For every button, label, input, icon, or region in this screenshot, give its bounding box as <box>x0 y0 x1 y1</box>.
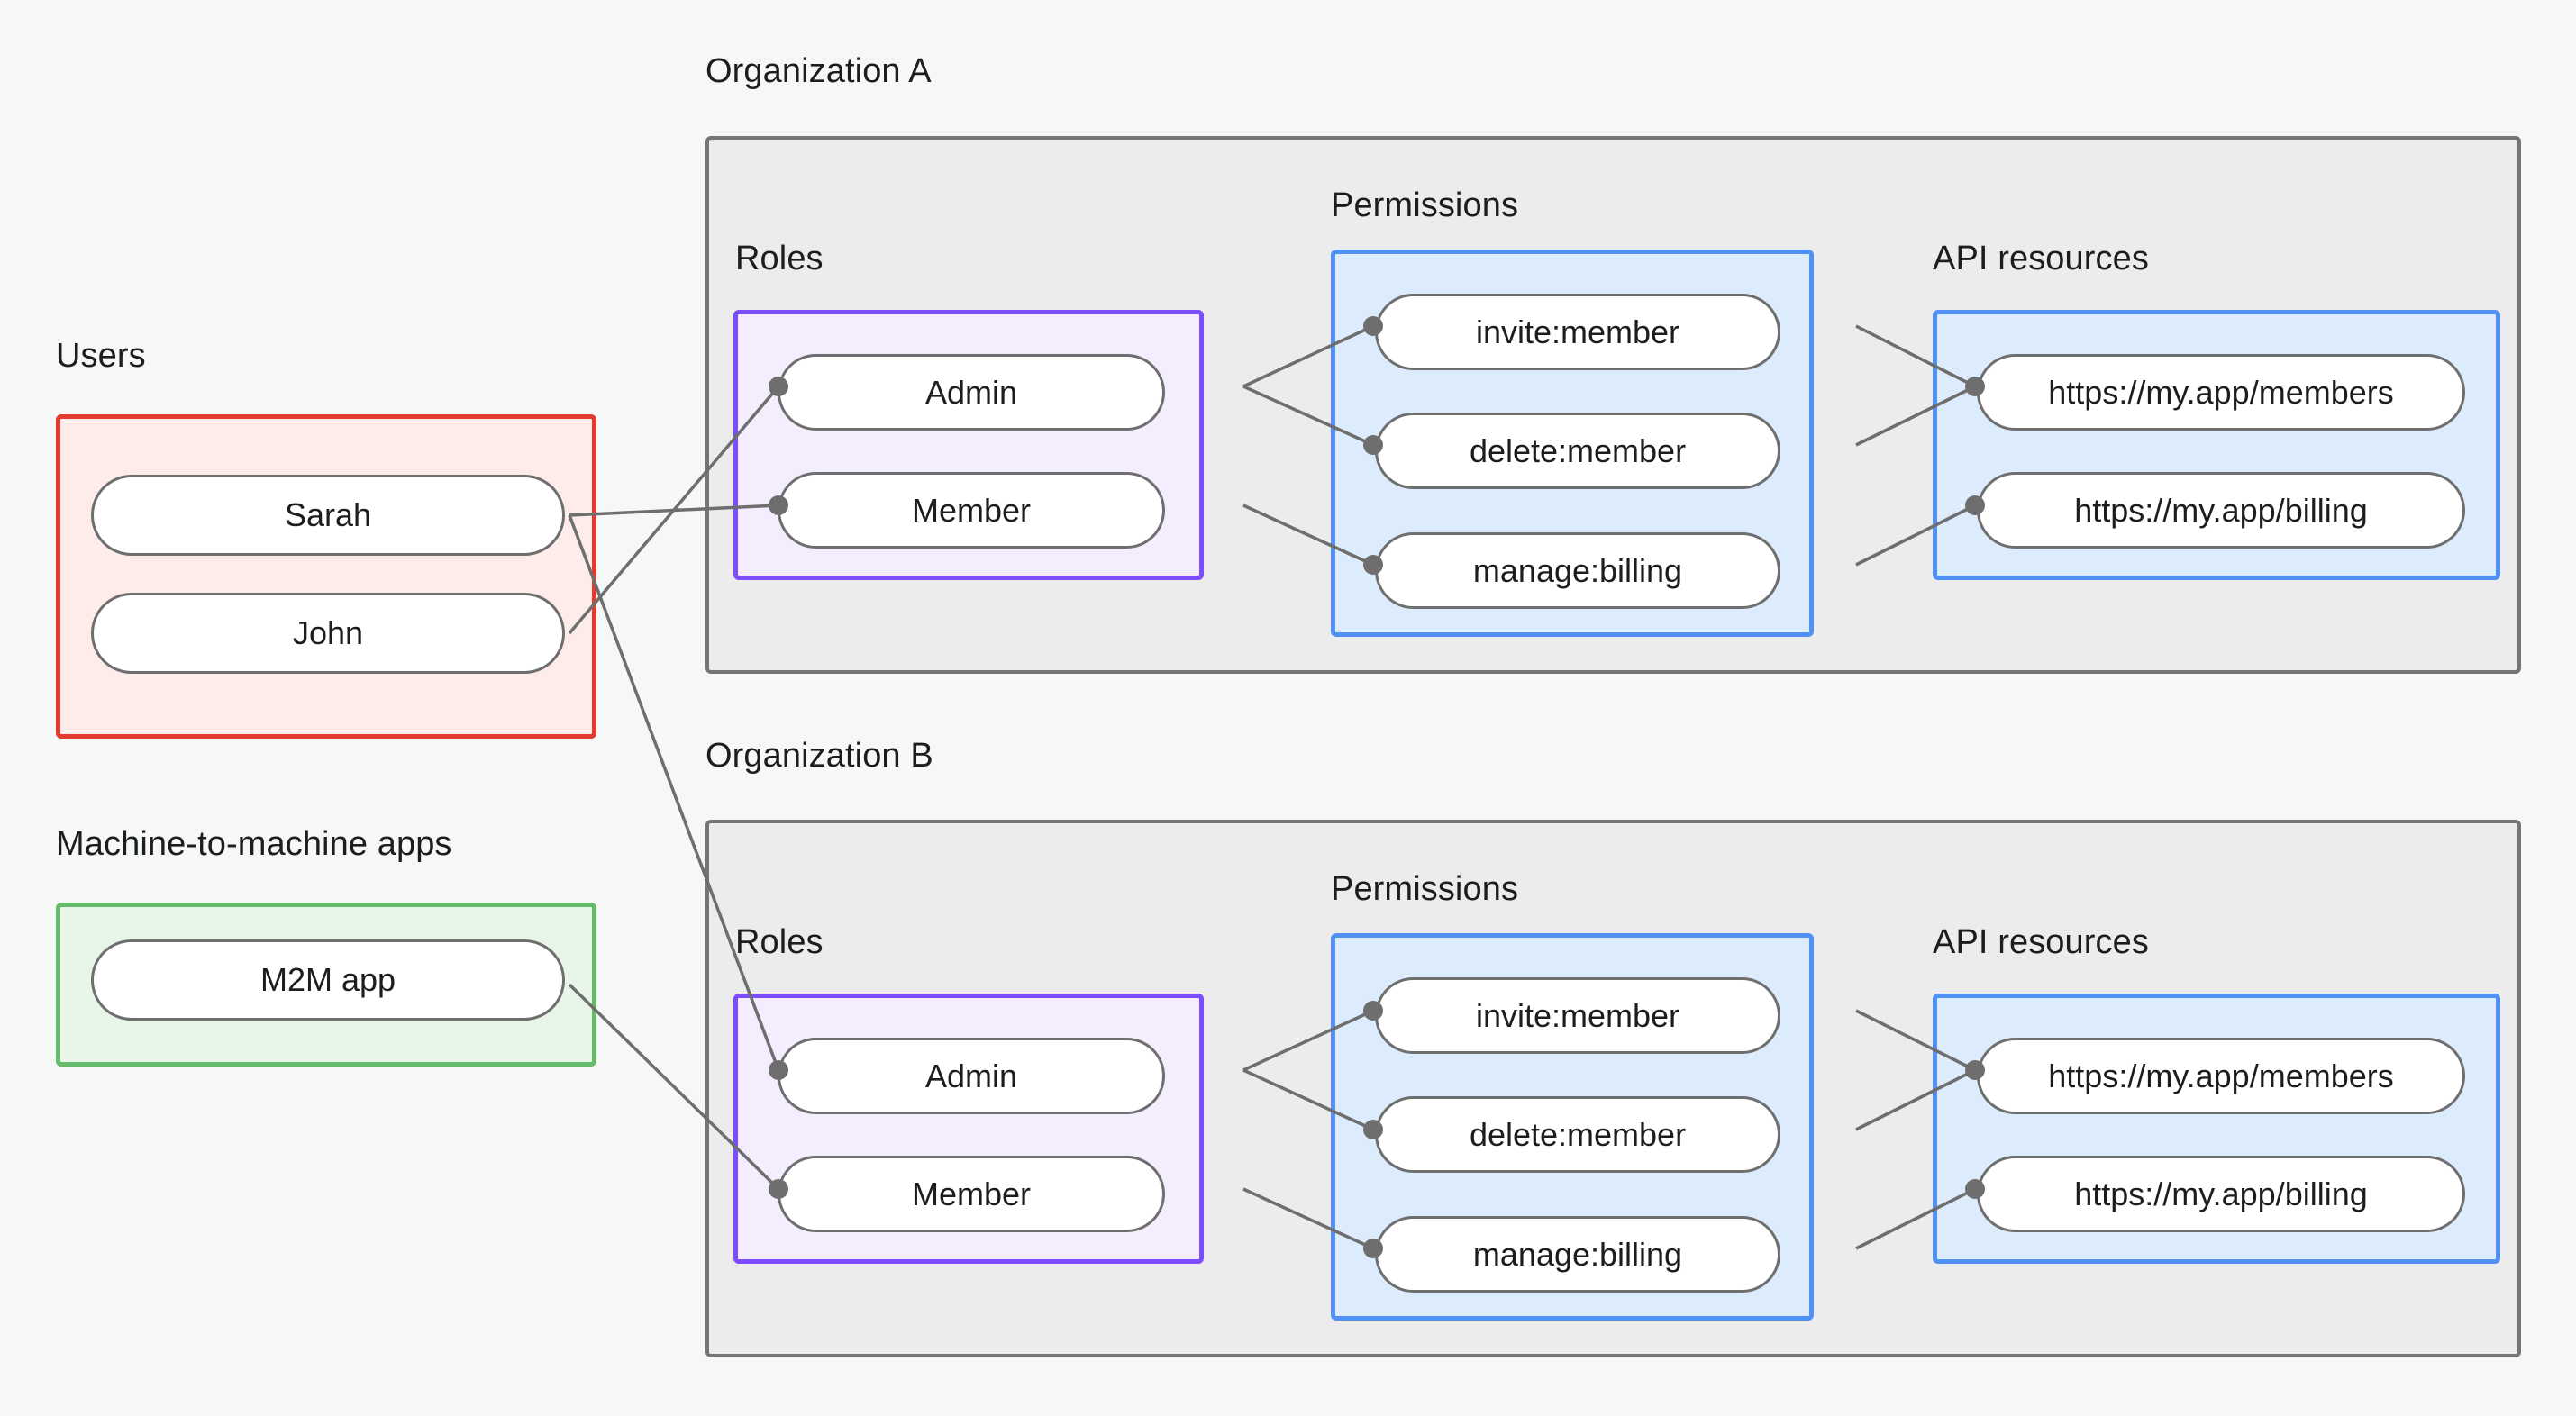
org-b-permissions-container: invite:member delete:member manage:billi… <box>1331 933 1814 1321</box>
org-a-permission-invite-member[interactable]: invite:member <box>1375 294 1780 370</box>
org-a-permission-manage-billing[interactable]: manage:billing <box>1375 532 1780 609</box>
org-b-title: Organization B <box>705 737 933 775</box>
org-a-role-member[interactable]: Member <box>778 472 1165 549</box>
org-b-permissions-label: Permissions <box>1331 870 1519 908</box>
org-b-api-resource-members[interactable]: https://my.app/members <box>1977 1038 2465 1114</box>
m2m-container: M2M app <box>56 903 596 1067</box>
org-b-role-member[interactable]: Member <box>778 1156 1165 1232</box>
org-b-permission-invite-member[interactable]: invite:member <box>1375 977 1780 1054</box>
org-b-api-resources-label: API resources <box>1933 923 2149 961</box>
org-b-permission-delete-member[interactable]: delete:member <box>1375 1096 1780 1173</box>
user-node-sarah[interactable]: Sarah <box>91 475 565 556</box>
org-a-title: Organization A <box>705 52 932 90</box>
users-group-label: Users <box>56 337 146 375</box>
org-a-roles-label: Roles <box>735 240 824 277</box>
org-a-api-resource-members[interactable]: https://my.app/members <box>1977 354 2465 431</box>
org-b-permission-manage-billing[interactable]: manage:billing <box>1375 1216 1780 1293</box>
org-b-roles-container: Admin Member <box>733 994 1204 1264</box>
user-node-john[interactable]: John <box>91 593 565 674</box>
org-a-role-admin[interactable]: Admin <box>778 354 1165 431</box>
org-b-container: Roles Permissions API resources Admin Me… <box>705 820 2521 1357</box>
org-a-container: Roles Permissions API resources Admin Me… <box>705 136 2521 674</box>
org-b-roles-label: Roles <box>735 923 824 961</box>
m2m-node-app[interactable]: M2M app <box>91 939 565 1021</box>
org-a-api-resources-label: API resources <box>1933 240 2149 277</box>
m2m-group-label: Machine-to-machine apps <box>56 825 452 863</box>
org-a-api-resources-container: https://my.app/members https://my.app/bi… <box>1933 310 2500 580</box>
org-a-roles-container: Admin Member <box>733 310 1204 580</box>
org-a-permission-delete-member[interactable]: delete:member <box>1375 413 1780 489</box>
org-b-api-resource-billing[interactable]: https://my.app/billing <box>1977 1156 2465 1232</box>
users-container: Sarah John <box>56 414 596 739</box>
org-a-permissions-label: Permissions <box>1331 186 1519 224</box>
org-a-api-resource-billing[interactable]: https://my.app/billing <box>1977 472 2465 549</box>
org-b-role-admin[interactable]: Admin <box>778 1038 1165 1114</box>
org-b-api-resources-container: https://my.app/members https://my.app/bi… <box>1933 994 2500 1264</box>
org-a-permissions-container: invite:member delete:member manage:billi… <box>1331 250 1814 637</box>
